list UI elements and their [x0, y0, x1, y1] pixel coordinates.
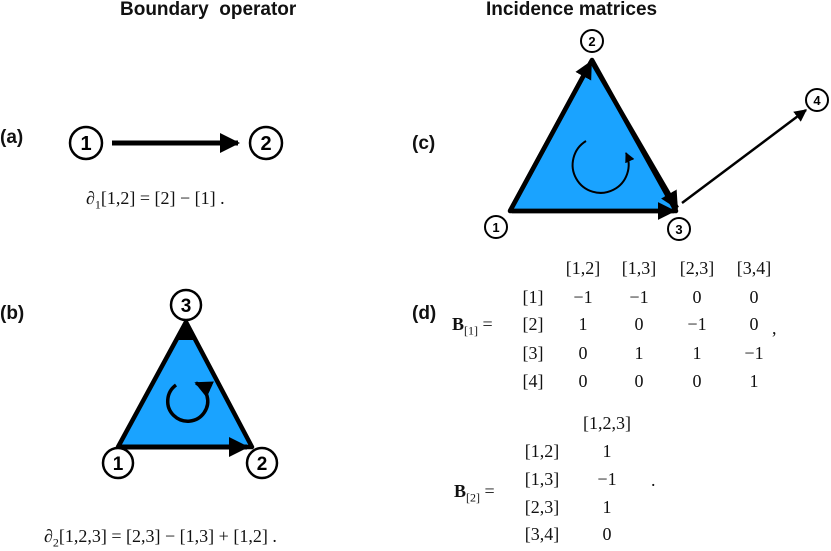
- matrix-b1-cell: −1: [744, 343, 764, 363]
- matrix-b1-row-header: [4]: [522, 371, 544, 391]
- matrix-b1-row-header: [1]: [522, 287, 544, 307]
- equation-b-sub: 2: [52, 535, 59, 550]
- node-1-c: 1: [484, 215, 508, 239]
- matrix-b1-equals: =: [482, 314, 493, 334]
- node-3-c-label: 3: [675, 222, 682, 237]
- matrix-b2-cell: −1: [597, 469, 617, 489]
- panel-label-b: (b): [0, 303, 25, 324]
- diagram-c: 2 4 1 3: [484, 29, 829, 241]
- matrix-b1-cell: −1: [573, 287, 593, 307]
- matrix-b1-label: B[1] =: [452, 314, 493, 339]
- matrix-b1-col-header: [2,3]: [679, 258, 715, 278]
- matrix-b1-cell: 1: [749, 371, 759, 391]
- matrix-b1-symbol: B: [452, 314, 465, 334]
- node-1-c-label: 1: [492, 220, 499, 235]
- panel-label-a: (a): [0, 127, 24, 148]
- matrix-b1-cell: 0: [578, 371, 588, 391]
- node-3-b: 3: [169, 288, 203, 322]
- node-4-c-label: 4: [813, 93, 821, 108]
- matrix-b2-col-header: [1,2,3]: [583, 413, 631, 433]
- matrix-b1-cell: 0: [692, 371, 702, 391]
- matrix-b1-sub: [1]: [464, 323, 479, 338]
- matrix-b1-row-header: [3]: [522, 343, 544, 363]
- matrix-b2-symbol: B: [454, 481, 467, 501]
- matrix-b2-row-header: [2,3]: [524, 497, 560, 517]
- matrix-b1-cell: 0: [634, 371, 644, 391]
- matrix-b1-cell: 0: [578, 343, 588, 363]
- node-1-b-label: 1: [113, 454, 124, 475]
- edge-3-4-arrow: [681, 109, 807, 204]
- equation-b-text: [1,2,3] = [2,3] − [1,3] + [1,2] .: [58, 526, 277, 546]
- node-1-b: 1: [101, 446, 135, 480]
- edge-1-2-arrow-c: [508, 60, 593, 213]
- matrix-b1-col-header: [1,2]: [565, 258, 601, 278]
- matrix-b2-label: B[2] =: [454, 481, 495, 506]
- panel-label-c: (c): [412, 133, 436, 154]
- matrix-b1-cell: 1: [692, 343, 702, 363]
- matrix-b2-equals: =: [484, 481, 495, 501]
- title-boundary-operator: Boundary operator: [120, 0, 297, 20]
- matrix-b2-cell: 1: [602, 497, 612, 517]
- title-incidence-matrices: Incidence matrices: [486, 0, 658, 20]
- node-2-a: 2: [248, 125, 284, 161]
- matrix-b1-cell: 1: [634, 343, 644, 363]
- matrix-b2-cell: 0: [602, 524, 612, 544]
- matrix-b1-cell: −1: [629, 287, 649, 307]
- matrix-b2-trailing: .: [651, 470, 656, 490]
- matrix-b1-row-header: [2]: [522, 314, 544, 334]
- matrix-b1-cell: 0: [692, 287, 702, 307]
- node-2-b-label: 2: [257, 454, 268, 475]
- diagram-a: 1 2: [68, 125, 284, 161]
- node-2-b: 2: [245, 446, 279, 480]
- equation-a: ∂1[1,2] = [2] − [1] .: [86, 188, 225, 213]
- matrix-b1-cell: −1: [687, 314, 707, 334]
- matrix-b2-cell: 1: [602, 441, 612, 461]
- equation-b: ∂2[1,2,3] = [2,3] − [1,3] + [1,2] .: [44, 526, 277, 551]
- matrix-b1-cell: 0: [749, 287, 759, 307]
- equation-a-sub: 1: [94, 197, 101, 212]
- equation-a-op: ∂: [86, 188, 95, 208]
- node-1-a-label: 1: [80, 133, 91, 155]
- matrix-b1-cell: 0: [634, 314, 644, 334]
- equation-a-text: [1,2] = [2] − [1] .: [100, 188, 225, 208]
- node-1-a: 1: [68, 125, 104, 161]
- edge-2-3-arrow: [590, 60, 679, 210]
- matrix-b2-row-header: [3,4]: [524, 524, 560, 544]
- node-3-b-label: 3: [181, 296, 192, 317]
- node-3-c: 3: [667, 217, 691, 241]
- orientation-arrow-b: [165, 381, 214, 423]
- panel-label-d: (d): [412, 303, 437, 324]
- matrix-b2-row-header: [1,3]: [524, 469, 560, 489]
- matrix-b1-col-header: [3,4]: [736, 258, 772, 278]
- node-4-c: 4: [805, 88, 829, 112]
- matrix-b1-col-header: [1,3]: [621, 258, 657, 278]
- node-2-a-label: 2: [260, 133, 271, 155]
- node-2-c-label: 2: [588, 34, 595, 49]
- matrix-b2-sub: [2]: [466, 490, 481, 505]
- matrix-b1-cell: 1: [578, 314, 588, 334]
- diagram-b: 3 1 2: [101, 288, 279, 480]
- matrix-b1-cell: 0: [749, 314, 759, 334]
- matrix-b2-row-header: [1,2]: [524, 441, 560, 461]
- orientation-arrow-c: [571, 140, 635, 194]
- matrix-b1-trailing: ,: [772, 318, 777, 338]
- node-2-c: 2: [580, 29, 604, 53]
- equation-b-op: ∂: [44, 526, 53, 546]
